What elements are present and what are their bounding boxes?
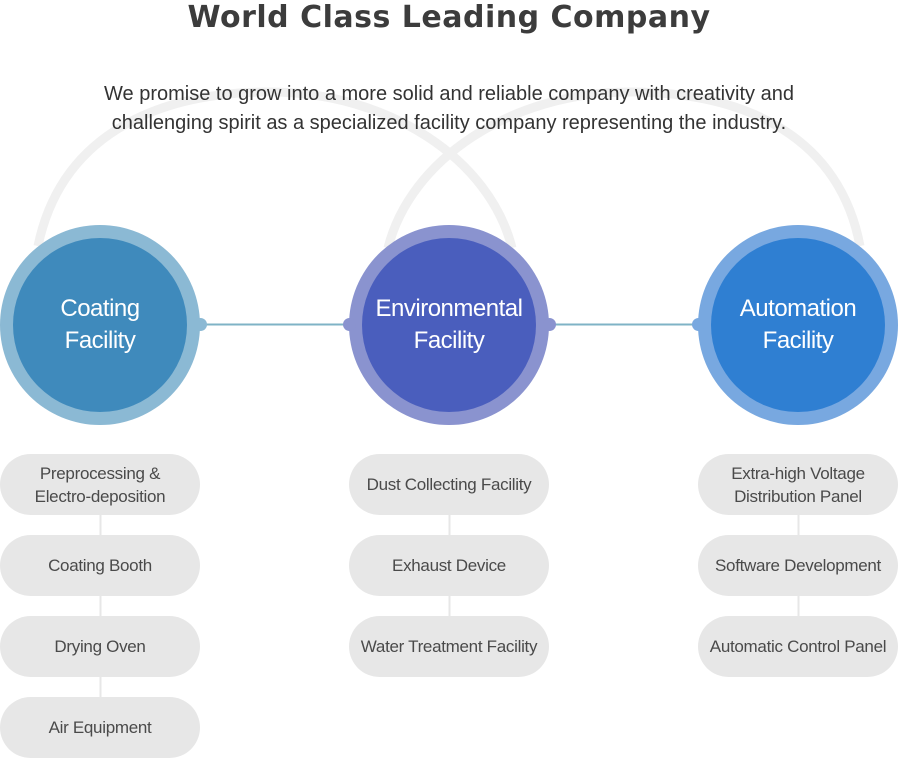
environmental-facility-inner: Environmental Facility: [362, 238, 536, 412]
coating-facility-label-line2: Facility: [64, 327, 136, 354]
automation-facility-label-line1: Automation: [739, 295, 857, 322]
automation-facility-inner: Automation Facility: [711, 238, 885, 412]
environmental-facility-circle: Environmental Facility: [349, 225, 549, 425]
coating-facility-inner: Coating Facility: [13, 238, 187, 412]
env-item-dust-collecting: Dust Collecting Facility: [349, 454, 549, 515]
auto-item-software-development-label: Software Development: [715, 556, 881, 575]
auto-item-extra-high-voltage-line2: Distribution Panel: [734, 486, 862, 506]
subtitle-line-2: challenging spirit as a specialized faci…: [111, 112, 787, 134]
automation-facility-label: Automation Facility: [739, 293, 857, 357]
left-arc: [33, 87, 517, 250]
env-item-dust-collecting-label: Dust Collecting Facility: [366, 475, 532, 494]
auto-item-automatic-control-panel: Automatic Control Panel: [698, 616, 898, 677]
coating-item-preprocessing-line1: Preprocessing &: [39, 463, 161, 483]
env-item-exhaust-device: Exhaust Device: [349, 535, 549, 596]
env-item-water-treatment-label: Water Treatment Facility: [360, 637, 538, 656]
auto-item-extra-high-voltage-line1: Extra-high Voltage: [731, 463, 865, 483]
automation-facility-label-line2: Facility: [762, 327, 834, 354]
environmental-facility-label: Environmental Facility: [376, 293, 523, 357]
page-subtitle: We promise to grow into a more solid and…: [49, 80, 849, 138]
right-arc: [383, 87, 865, 250]
environmental-facility-label-line2: Facility: [413, 327, 485, 354]
coating-item-coating-booth: Coating Booth: [0, 535, 200, 596]
subtitle-line-1: We promise to grow into a more solid and…: [104, 83, 794, 105]
connector-dot-env-left: [343, 318, 356, 331]
coating-facility-label-line1: Coating: [60, 295, 140, 322]
coating-item-preprocessing: Preprocessing & Electro-deposition: [0, 454, 200, 515]
coating-facility-circle: Coating Facility: [0, 225, 200, 425]
coating-item-drying-oven: Drying Oven: [0, 616, 200, 677]
coating-facility-label: Coating Facility: [60, 293, 140, 357]
environmental-facility-label-line1: Environmental: [375, 295, 523, 322]
connector-dot-env-right: [543, 318, 556, 331]
coating-item-coating-booth-label: Coating Booth: [48, 556, 152, 575]
auto-item-extra-high-voltage: Extra-high Voltage Distribution Panel: [698, 454, 898, 515]
coating-item-drying-oven-label: Drying Oven: [54, 637, 146, 656]
coating-item-air-equipment: Air Equipment: [0, 697, 200, 758]
auto-item-automatic-control-panel-label: Automatic Control Panel: [709, 637, 887, 656]
env-item-exhaust-device-label: Exhaust Device: [392, 556, 506, 575]
page-title: World Class Leading Company: [187, 0, 711, 35]
auto-item-software-development: Software Development: [698, 535, 898, 596]
env-item-water-treatment: Water Treatment Facility: [349, 616, 549, 677]
connector-dot-auto-left: [692, 318, 705, 331]
connector-dot-coating-right: [194, 318, 207, 331]
coating-item-preprocessing-line2: Electro-deposition: [34, 486, 166, 506]
automation-facility-circle: Automation Facility: [698, 225, 898, 425]
coating-item-air-equipment-label: Air Equipment: [48, 718, 152, 737]
